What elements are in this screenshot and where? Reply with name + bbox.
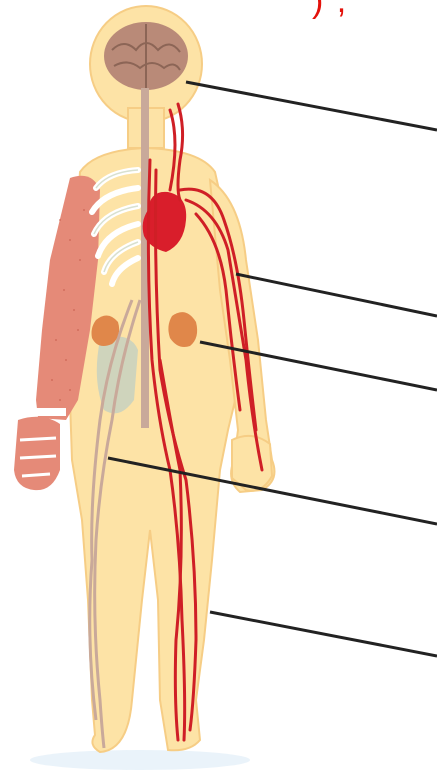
label-line-brain [186,82,437,130]
label-line-vessels [236,274,437,316]
floor-shadow [30,750,250,770]
label-line-skin [210,612,437,656]
brain-icon [104,22,188,90]
